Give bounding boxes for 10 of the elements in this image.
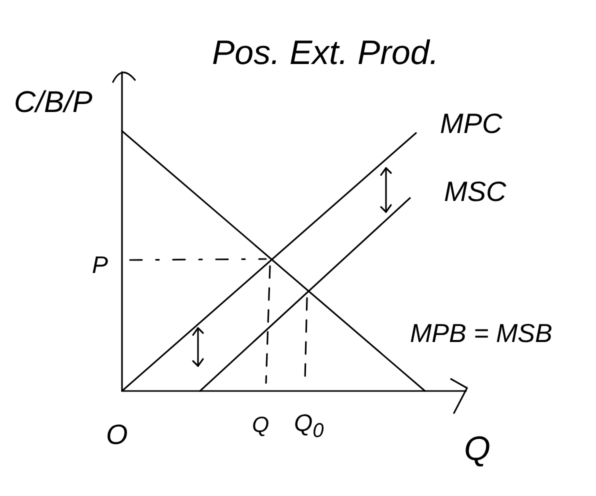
chart-title: Pos. Ext. Prod.	[212, 36, 439, 70]
quantity-label: Q$_{0}$	[294, 412, 324, 441]
origin-label: O	[106, 421, 128, 449]
curve-label: MPB = MSB	[410, 320, 552, 346]
price-label: P	[92, 254, 108, 278]
quantity-label: Q	[252, 414, 270, 436]
y-axis-label: C/B/P	[14, 88, 92, 118]
curve-label: MSC	[444, 178, 506, 206]
x-axis-label: Q	[464, 432, 490, 466]
curve-label: MPC	[440, 110, 502, 138]
